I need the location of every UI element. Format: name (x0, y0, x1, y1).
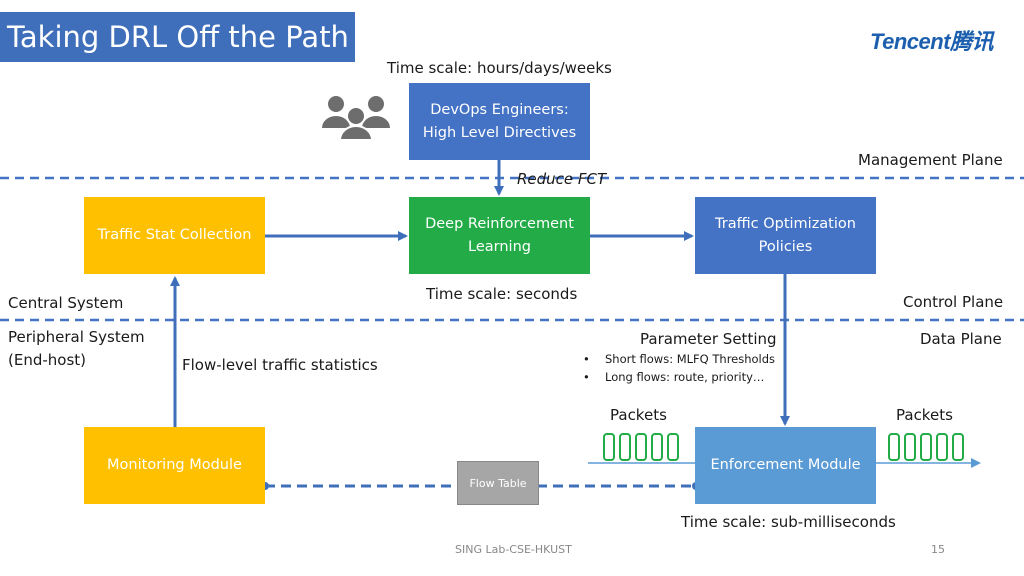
peripheral-system-label: Peripheral System (8, 328, 145, 346)
time-scale-hours: Time scale: hours/days/weeks (387, 59, 612, 77)
packets-label-left: Packets (610, 406, 667, 424)
parameter-setting-label: Parameter Setting (640, 330, 777, 348)
drl-box: Deep Reinforcement Learning (409, 197, 590, 274)
time-scale-seconds: Time scale: seconds (426, 285, 578, 303)
time-scale-submillis: Time scale: sub-milliseconds (681, 513, 896, 531)
flow-level-stats-label: Flow-level traffic statistics (182, 356, 378, 374)
slide-title: Taking DRL Off the Path (0, 12, 355, 62)
reduce-fct-label: Reduce FCT (517, 170, 607, 188)
management-plane-label: Management Plane (858, 151, 1003, 169)
traffic-stat-box: Traffic Stat Collection (84, 197, 265, 274)
enforcement-module-box: Enforcement Module (695, 427, 876, 504)
packets-label-right: Packets (896, 406, 953, 424)
devops-box: DevOps Engineers: High Level Directives (409, 83, 590, 160)
data-plane-label: Data Plane (920, 330, 1002, 348)
central-system-label: Central System (8, 294, 124, 312)
traffic-optimization-box: Traffic Optimization Policies (695, 197, 876, 274)
footer-lab: SING Lab-CSE-HKUST (455, 543, 572, 556)
packet-icons-left (603, 433, 679, 461)
control-plane-label: Control Plane (903, 293, 1004, 311)
flow-table-box: Flow Table (457, 461, 539, 505)
bullet-short-flows: Short flows: MLFQ Thresholds (583, 352, 775, 366)
page-number: 15 (931, 543, 945, 556)
bullet-long-flows: Long flows: route, priority… (583, 370, 764, 384)
end-host-label: (End-host) (8, 351, 87, 369)
packet-icons-right (888, 433, 964, 461)
monitoring-module-box: Monitoring Module (84, 427, 265, 504)
tencent-logo: Tencent腾讯 (870, 29, 994, 54)
people-group-icon (322, 96, 390, 141)
